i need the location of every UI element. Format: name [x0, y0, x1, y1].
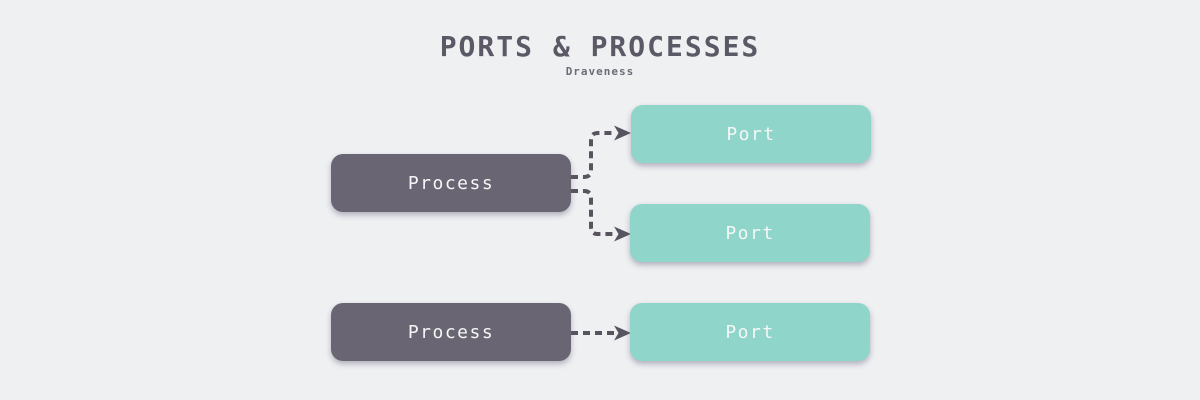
arrowhead-port3-icon	[614, 325, 631, 341]
arrowhead-port2-icon	[614, 226, 631, 242]
node-port-3: Port	[630, 303, 870, 361]
node-label: Port	[725, 321, 775, 343]
node-port-2: Port	[630, 204, 870, 262]
node-port-1: Port	[631, 105, 871, 163]
node-label: Process	[407, 321, 495, 343]
subtitle: Draveness	[565, 65, 635, 78]
node-label: Port	[726, 123, 776, 145]
page-title: PORTS & PROCESSES	[439, 30, 761, 63]
edge-process1-port2	[571, 189, 614, 236]
arrowhead-port1-icon	[614, 125, 631, 141]
node-label: Process	[407, 172, 495, 194]
node-label: Port	[725, 222, 775, 244]
edge-process1-port1	[571, 131, 614, 179]
node-process-1: Process	[331, 154, 571, 212]
node-process-2: Process	[331, 303, 571, 361]
